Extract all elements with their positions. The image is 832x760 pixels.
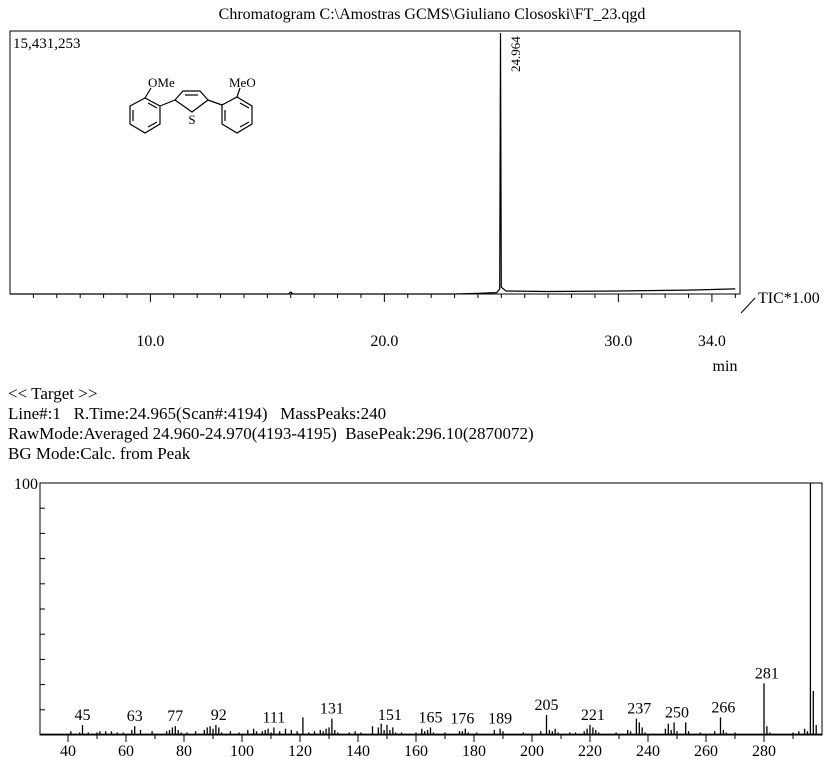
tic-trace (10, 32, 736, 295)
x-tick-label: 140 (346, 743, 370, 760)
x-tick-label: 30.0 (604, 333, 632, 350)
x-tick-label: 180 (462, 743, 486, 760)
left-methoxy-label: OMe (148, 75, 175, 90)
peak-label: 165 (419, 709, 443, 726)
peak-label: 221 (581, 707, 605, 724)
ms-rawmode-info: RawMode:Averaged 24.960-24.970(4193-4195… (8, 424, 534, 443)
peak-label: 111 (262, 709, 285, 726)
time-unit-label: min (713, 358, 738, 372)
peak-label: 151 (378, 707, 402, 724)
x-tick-label: 40 (60, 743, 76, 760)
ms-target-header: << Target >> (8, 384, 98, 403)
sulfur-label: S (188, 112, 195, 127)
right-benzene-ring (221, 96, 253, 134)
peak-label: 176 (450, 711, 474, 728)
left-aryl-bond (159, 99, 176, 107)
x-tick-label: 20.0 (370, 333, 398, 350)
x-tick-label: 280 (752, 743, 776, 760)
chromatogram-title: Chromatogram C:\Amostras GCMS\Giuliano C… (219, 6, 646, 23)
ms-bg-mode-info: BG Mode:Calc. from Peak (8, 444, 191, 463)
x-tick-label: 60 (118, 743, 134, 760)
peak-label: 131 (320, 701, 344, 718)
peak-label: 237 (627, 701, 651, 718)
mass-spectrum: 100 40 60 80 100 120 140 160 180 200 220 240 260 280 4… (14, 476, 823, 760)
left-benzene-ring (129, 97, 161, 134)
ms-frame (39, 482, 823, 736)
peak-label: 45 (75, 707, 91, 724)
x-tick-label: 240 (636, 743, 660, 760)
right-ome-bond (236, 87, 241, 98)
peak-label: 281 (755, 665, 779, 682)
x-tick-label: 100 (230, 743, 254, 760)
thiophene-structure (129, 87, 253, 134)
trace-label: TIC*1.00 (758, 290, 820, 307)
x-tick-label: 80 (176, 743, 192, 760)
x-tick-label: 260 (694, 743, 718, 760)
max-intensity-label: 15,431,253 (13, 36, 81, 52)
x-tick-label: 200 (520, 743, 544, 760)
peak-label: 250 (665, 704, 689, 721)
peak-label: 189 (488, 711, 512, 728)
y-tick-label: 100 (14, 476, 38, 493)
x-tick-label: 160 (404, 743, 428, 760)
peak-retention-label: 24.964 (508, 36, 523, 72)
peak-label: 77 (167, 708, 183, 725)
x-tick-label: 220 (578, 743, 602, 760)
chromatogram: Chromatogram C:\Amostras GCMS\Giuliano C… (9, 6, 820, 372)
chromatogram-frame (9, 30, 741, 295)
right-aryl-bond (207, 99, 223, 106)
x-tick-label: 34.0 (698, 333, 726, 350)
x-tick-label: 10.0 (136, 333, 164, 350)
trace-label-leader (740, 297, 756, 314)
x-tick-label: 120 (288, 743, 312, 760)
peak-label: 92 (211, 707, 227, 724)
right-methoxy-label: MeO (229, 75, 256, 90)
thiophene-ring (174, 90, 209, 113)
peak-label: 266 (711, 699, 735, 716)
ms-line-info: Line#:1 R.Time:24.965(Scan#:4194) MassPe… (8, 404, 387, 423)
peak-label: 205 (535, 697, 559, 714)
left-ome-bond (144, 87, 152, 99)
peak-label: 63 (127, 708, 143, 725)
